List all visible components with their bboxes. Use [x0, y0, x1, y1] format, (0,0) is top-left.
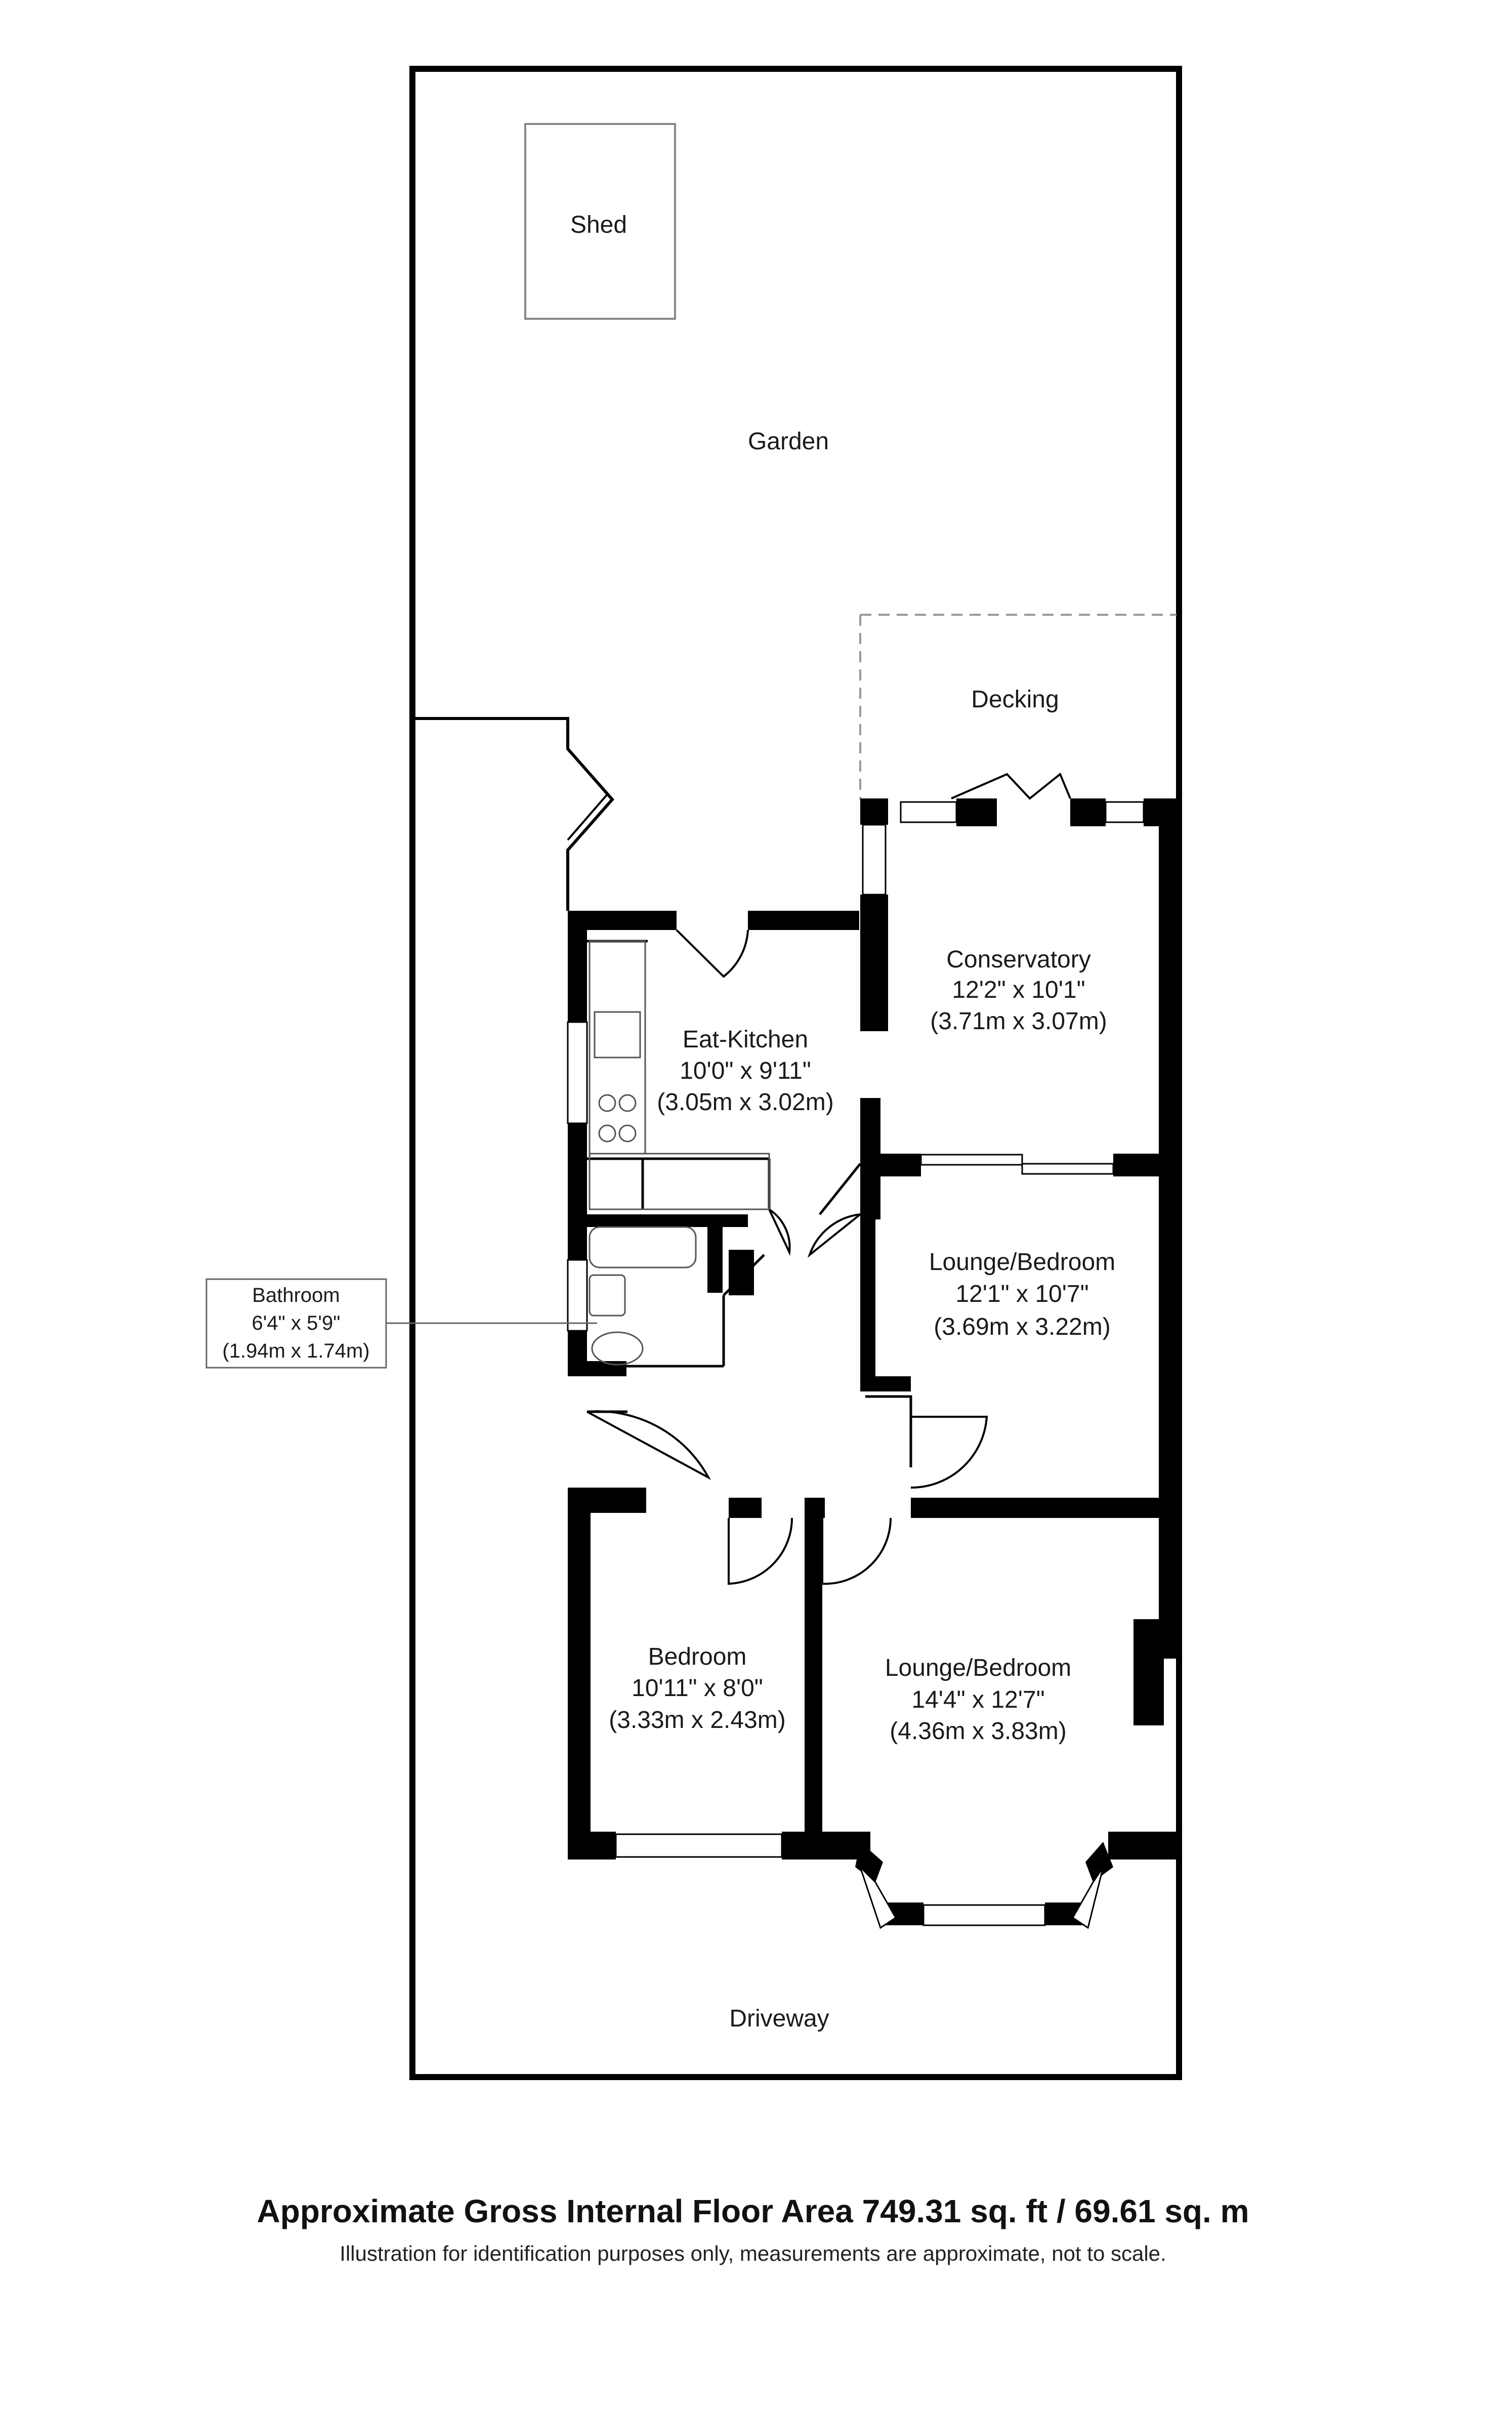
eat-kitchen-dim-imperial: 10'0" x 9'11": [680, 1058, 811, 1084]
bedroom-label: Bedroom: [648, 1643, 747, 1670]
bedroom-dim-metric: (3.33m x 2.43m): [609, 1707, 785, 1734]
kitchen-fixtures: [589, 940, 770, 1210]
side-passage-wall: [415, 717, 614, 911]
lounge-bedroom-front-dim-imperial: 14'4" x 12'7": [911, 1686, 1044, 1713]
conservatory-label: Conservatory: [946, 946, 1090, 973]
lounge-bedroom-rear-label: Lounge/Bedroom: [929, 1249, 1115, 1276]
decking-label: Decking: [971, 686, 1059, 713]
eat-kitchen-dim-metric: (3.05m x 3.02m): [657, 1089, 833, 1116]
conservatory-dim-imperial: 12'2" x 10'1": [952, 977, 1085, 1003]
bathroom-dim-metric: (1.94m x 1.74m): [222, 1340, 369, 1362]
shed-outline: [524, 123, 676, 320]
conservatory-dim-metric: (3.71m x 3.07m): [930, 1008, 1107, 1035]
windows: [567, 801, 1145, 1929]
lounge-bedroom-front-label: Lounge/Bedroom: [885, 1655, 1071, 1681]
garden-label: Garden: [748, 428, 829, 455]
bathroom-fixtures: [589, 1226, 697, 1366]
decking-outline: [859, 614, 1177, 799]
floor-area-title: Approximate Gross Internal Floor Area 74…: [257, 2193, 1249, 2229]
driveway-label: Driveway: [729, 2005, 829, 2032]
lounge-bedroom-front-dim-metric: (4.36m x 3.83m): [890, 1718, 1066, 1745]
lounge-bedroom-rear-dim-metric: (3.69m x 3.22m): [934, 1314, 1110, 1340]
shed-label: Shed: [570, 212, 627, 238]
eat-kitchen-label: Eat-Kitchen: [683, 1026, 808, 1053]
bathroom-dim-imperial: 6'4" x 5'9": [252, 1312, 341, 1334]
doors: [586, 772, 1071, 1585]
disclaimer: Illustration for identification purposes…: [340, 2242, 1166, 2265]
bathroom-label: Bathroom: [252, 1284, 340, 1306]
lounge-bedroom-rear-dim-imperial: 12'1" x 10'7": [955, 1281, 1088, 1307]
side-gate: [567, 748, 609, 841]
bedroom-dim-imperial: 10'11" x 8'0": [632, 1675, 763, 1702]
